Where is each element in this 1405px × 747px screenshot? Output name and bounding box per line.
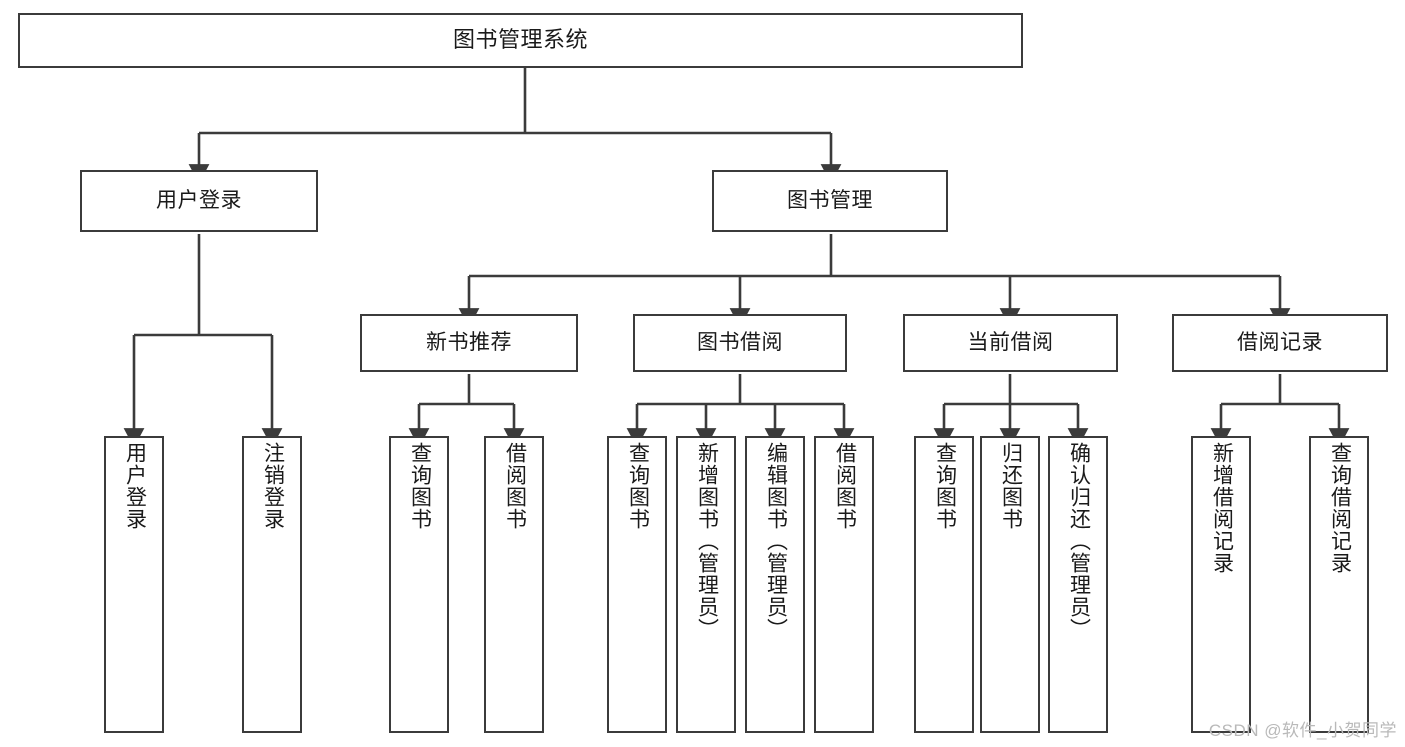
leaf-new-book-query-label: 查询图书 [408, 442, 432, 530]
leaf-borrow-book-borrow-label: 借阅图书 [833, 442, 857, 530]
node-current-borrow-label: 当前借阅 [967, 331, 1054, 355]
leaf-borrow-record-add-label: 新增借阅记录 [1210, 442, 1234, 574]
node-root-label: 图书管理系统 [452, 27, 588, 53]
watermark-text: CSDN @软件_小贺同学 [1208, 721, 1397, 740]
leaf-borrow-book-borrow[interactable]: 借阅图书 [814, 436, 874, 733]
node-current-borrow[interactable]: 当前借阅 [903, 314, 1118, 372]
leaf-borrow-book-add[interactable]: 新增图书（管理员） [676, 436, 736, 733]
leaf-current-borrow-return-label: 归还图书 [999, 442, 1023, 530]
leaf-current-borrow-confirm-label: 确认归还（管理员） [1067, 442, 1091, 640]
leaf-new-book-borrow[interactable]: 借阅图书 [484, 436, 544, 733]
node-borrow-record[interactable]: 借阅记录 [1172, 314, 1388, 372]
leaf-current-borrow-return[interactable]: 归还图书 [980, 436, 1040, 733]
node-book-manage-label: 图书管理 [787, 189, 873, 213]
leaf-user-login-login[interactable]: 用户登录 [104, 436, 164, 733]
leaf-borrow-book-query-label: 查询图书 [626, 442, 650, 530]
node-user-login[interactable]: 用户登录 [80, 170, 318, 232]
leaf-borrow-record-query[interactable]: 查询借阅记录 [1309, 436, 1369, 733]
leaf-new-book-borrow-label: 借阅图书 [503, 442, 527, 530]
leaf-borrow-record-add[interactable]: 新增借阅记录 [1191, 436, 1251, 733]
node-user-login-label: 用户登录 [156, 189, 242, 213]
node-new-book-recommend-label: 新书推荐 [426, 331, 512, 355]
leaf-user-login-login-label: 用户登录 [123, 442, 147, 530]
leaf-user-login-logout[interactable]: 注销登录 [242, 436, 302, 733]
leaf-user-login-logout-label: 注销登录 [261, 442, 285, 530]
leaf-borrow-book-add-label: 新增图书（管理员） [695, 442, 719, 640]
node-borrow-record-label: 借阅记录 [1237, 331, 1323, 355]
node-book-borrow[interactable]: 图书借阅 [633, 314, 847, 372]
leaf-new-book-query[interactable]: 查询图书 [389, 436, 449, 733]
leaf-borrow-book-edit[interactable]: 编辑图书（管理员） [745, 436, 805, 733]
node-new-book-recommend[interactable]: 新书推荐 [360, 314, 578, 372]
leaf-current-borrow-confirm[interactable]: 确认归还（管理员） [1048, 436, 1108, 733]
leaf-current-borrow-query[interactable]: 查询图书 [914, 436, 974, 733]
leaf-borrow-book-query[interactable]: 查询图书 [607, 436, 667, 733]
leaf-current-borrow-query-label: 查询图书 [933, 442, 957, 530]
node-book-manage[interactable]: 图书管理 [712, 170, 948, 232]
leaf-borrow-record-query-label: 查询借阅记录 [1328, 442, 1352, 574]
node-root[interactable]: 图书管理系统 [18, 13, 1023, 68]
node-book-borrow-label: 图书借阅 [697, 331, 783, 355]
leaf-borrow-book-edit-label: 编辑图书（管理员） [764, 442, 788, 640]
